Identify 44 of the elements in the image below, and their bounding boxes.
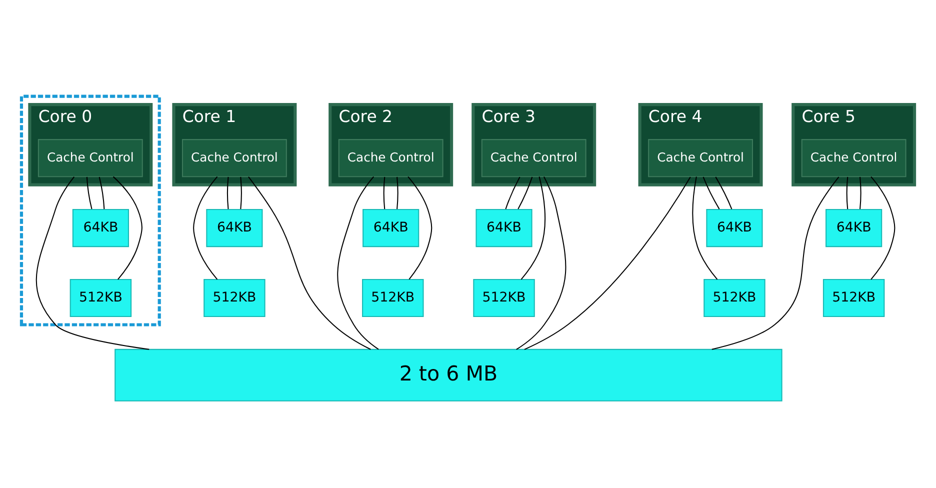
connector xyxy=(702,176,720,209)
node-box: Cache Control xyxy=(648,138,753,177)
node-box: 512KB xyxy=(822,278,885,317)
connector xyxy=(396,176,398,209)
node-box: 512KB xyxy=(204,278,266,317)
node-box: 64KB xyxy=(476,208,532,247)
connector xyxy=(193,176,218,280)
connector xyxy=(248,176,371,350)
node-box: 512KB xyxy=(362,278,424,317)
node-box: Cache Control xyxy=(38,138,143,177)
connector xyxy=(516,176,566,350)
node-box: Cache Control xyxy=(182,138,287,177)
connector xyxy=(715,176,732,209)
node-box: 512KB xyxy=(704,278,766,317)
connector xyxy=(112,176,142,280)
node-box: 64KB xyxy=(72,208,129,247)
node-box: 2 to 6 MB xyxy=(114,348,782,401)
node-box: 64KB xyxy=(826,208,882,247)
connector xyxy=(860,176,862,209)
connector xyxy=(227,176,229,209)
connector xyxy=(36,176,150,350)
connector xyxy=(524,176,691,350)
cluster xyxy=(20,94,161,326)
node-box: Cache Control xyxy=(801,138,906,177)
connector xyxy=(98,176,105,209)
node-box: 64KB xyxy=(206,208,263,247)
node-box: 64KB xyxy=(362,208,420,247)
connector xyxy=(518,176,533,209)
connector xyxy=(505,176,520,209)
node-box: Cache Control xyxy=(338,138,444,177)
connector xyxy=(383,176,386,209)
connector xyxy=(520,176,546,280)
node-box: Cache Control xyxy=(481,138,586,177)
node-box: 64KB xyxy=(706,208,763,247)
connector xyxy=(846,176,848,209)
connector xyxy=(240,176,242,209)
node-box: 512KB xyxy=(70,278,132,317)
connector xyxy=(337,176,379,350)
connector xyxy=(692,176,718,280)
connector xyxy=(86,176,92,209)
connector xyxy=(712,176,840,350)
connector xyxy=(408,176,432,280)
node-box: 512KB xyxy=(473,278,535,317)
connector xyxy=(870,176,896,280)
